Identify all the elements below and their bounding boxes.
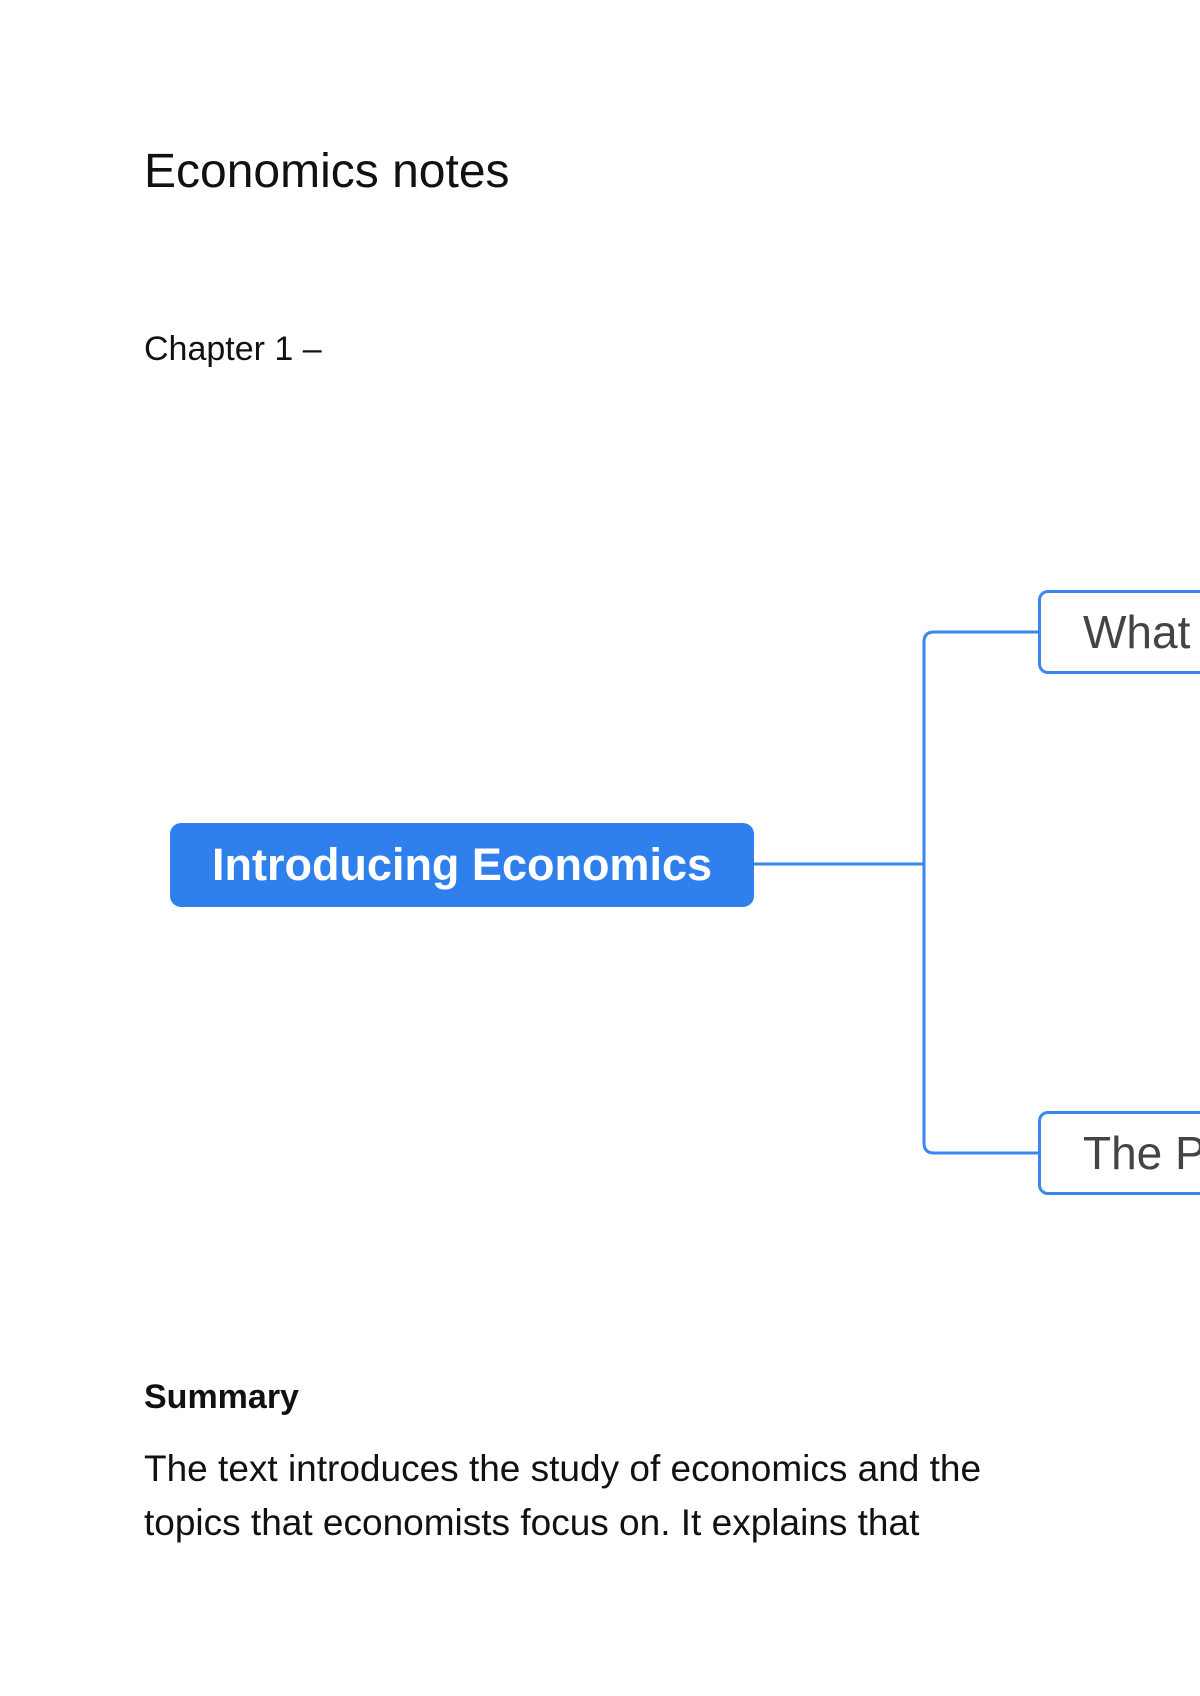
child-node-label: What <box>1083 606 1191 658</box>
summary-line: The text introduces the study of economi… <box>144 1448 982 1489</box>
summary-heading: Summary <box>144 1378 299 1416</box>
chapter-heading: Chapter 1 – <box>144 330 322 368</box>
mindmap-child-node-what: What <box>1038 590 1200 674</box>
summary-paragraph: The text introduces the study of economi… <box>144 1442 1024 1550</box>
branch-connector-top <box>922 630 1038 864</box>
document-title: Economics notes <box>144 145 510 198</box>
mindmap-child-node-the-pr: The Pr <box>1038 1111 1200 1195</box>
branch-connector-bottom <box>922 864 1038 1155</box>
child-node-label: The Pr <box>1083 1127 1200 1179</box>
mindmap-root-node: Introducing Economics <box>170 823 754 907</box>
summary-line: topics that economists focus on. It expl… <box>144 1502 920 1543</box>
